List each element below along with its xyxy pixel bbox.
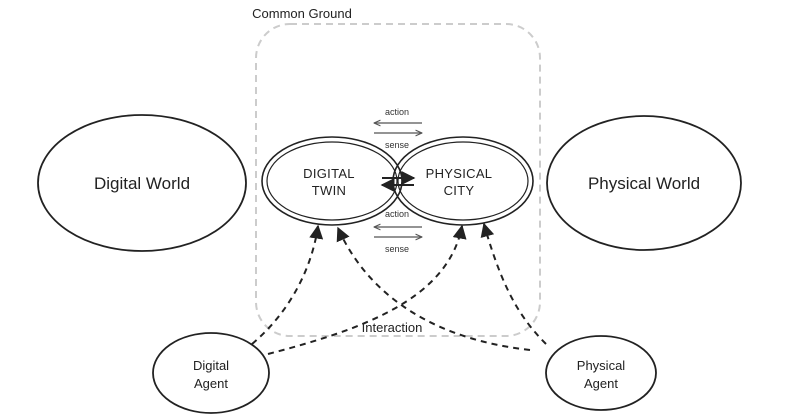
top-action-sense: action sense	[374, 107, 422, 150]
interaction-label: Interaction	[362, 320, 423, 335]
bottom-action-label: action	[385, 209, 409, 219]
digital-agent-label-line2: Agent	[194, 376, 228, 391]
digital-agent-to-city-curve	[267, 224, 467, 355]
bottom-sense-label: sense	[385, 244, 409, 254]
physical-city-node: PHYSICAL CITY	[392, 136, 534, 226]
physical-agent-to-city-curve	[480, 222, 547, 345]
digital-agent-node: Digital Agent	[152, 332, 270, 414]
physical-city-label-line2: CITY	[444, 183, 475, 198]
top-action-label: action	[385, 107, 409, 117]
physical-world-node: Physical World	[546, 115, 742, 251]
physical-agent-label-line1: Physical	[577, 358, 626, 373]
physical-agent-node: Physical Agent	[545, 335, 657, 411]
digital-world-label: Digital World	[94, 174, 190, 193]
digital-agent-label-line1: Digital	[193, 358, 229, 373]
top-sense-label: sense	[385, 140, 409, 150]
common-ground-region	[255, 23, 541, 337]
digital-twin-label-line1: DIGITAL	[303, 166, 355, 181]
digital-twin-label-line2: TWIN	[312, 183, 346, 198]
interaction-curves	[251, 222, 547, 355]
physical-agent-to-twin-curve	[336, 226, 531, 351]
physical-city-label-line1: PHYSICAL	[426, 166, 493, 181]
digital-world-node: Digital World	[37, 114, 247, 252]
digital-twin-node: DIGITAL TWIN	[261, 136, 403, 226]
bottom-action-sense: action sense	[374, 209, 422, 254]
physical-agent-label-line2: Agent	[584, 376, 618, 391]
physical-world-label: Physical World	[588, 174, 700, 193]
common-ground-label: Common Ground	[252, 6, 352, 21]
digital-agent-to-twin-curve	[251, 224, 324, 345]
coupling-arrows	[380, 171, 416, 192]
